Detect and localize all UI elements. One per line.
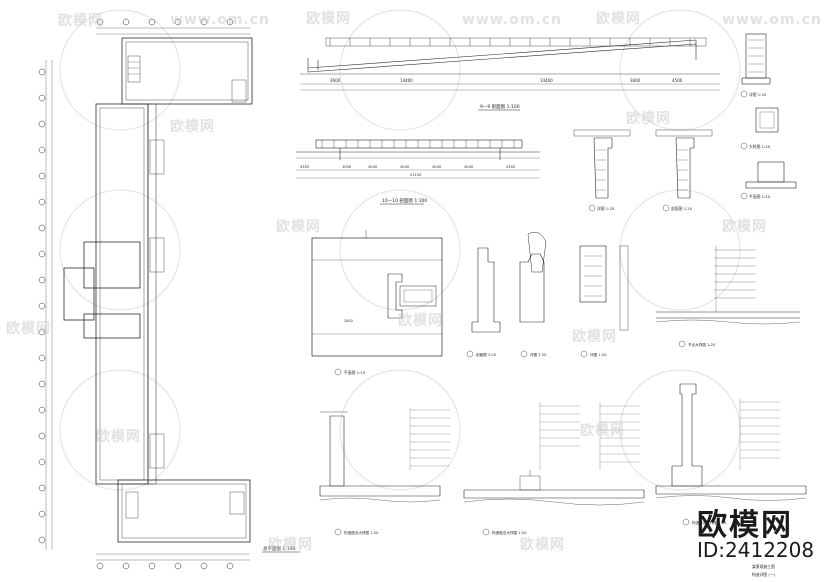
plan-title: 总平面图 1:100 xyxy=(262,545,300,553)
column-details-labels: 详图 1:20 剖面图 1:20 xyxy=(588,204,693,212)
detail-d-title: 平面图 1:20 xyxy=(749,194,771,199)
s9-dim-4: 3600 xyxy=(630,78,641,83)
bottom-section-1 xyxy=(319,411,441,503)
bottom-section-1-leaders xyxy=(409,408,450,470)
watermark-brand-2: 欧模网 xyxy=(306,11,351,27)
s10-dim-1: 4350 xyxy=(300,165,310,169)
ground-section-mid xyxy=(655,311,801,325)
bottom-section-1-label: 构造做法大样图 1:20 xyxy=(334,528,379,536)
bottom-section-3 xyxy=(655,383,807,501)
section-9-title-text: 9—9 剖面图 1:100 xyxy=(480,103,520,110)
s10-dim-3: 3000 xyxy=(368,165,378,169)
detail-f2-title: 构造做法大样图 1:20 xyxy=(344,530,379,535)
s10-dim-total: 21150 xyxy=(410,173,422,177)
section-9-balusters xyxy=(329,38,691,46)
watermark-url-1: www.om.cn xyxy=(170,12,271,28)
detail-g2-title: 构造做法大样图 1:20 xyxy=(492,530,527,535)
detail-top-right-labels: 详图 1:20 大样图 1:20 平面图 1:20 xyxy=(740,90,771,200)
s10-dim-2: 1050 xyxy=(342,165,352,169)
watermark-brand-3: 欧模网 xyxy=(596,11,641,27)
section-10-title: 10—10 剖面图 1:100 xyxy=(380,197,427,205)
watermark-brand-5: 欧模网 xyxy=(626,111,671,127)
detail-g-title: 详图 1:20 xyxy=(530,352,547,357)
detail-b-title: 大样图 1:20 xyxy=(749,144,771,149)
brand-id-text: ID:2412208 xyxy=(697,538,815,562)
s10-dim-6: 3000 xyxy=(464,165,474,169)
watermark-brand-11: 欧模网 xyxy=(96,429,141,445)
watermark-brand-8: 欧模网 xyxy=(6,321,51,337)
wall-sections xyxy=(471,232,629,333)
detail-f-title: 剖面图 1:20 xyxy=(476,352,497,357)
square-detail xyxy=(311,230,443,357)
watermark-brand-14: 欧模网 xyxy=(520,537,565,553)
square-detail-label: 平面图 1:20 2400 xyxy=(334,319,366,376)
bottom-section-2-label: 构造做法大样图 1:20 xyxy=(482,528,527,536)
ground-section-mid-label: 节点大样图 1:20 xyxy=(678,340,716,348)
section-10-dims: 4350 1050 3000 3000 3000 3000 4350 21150 xyxy=(300,165,516,177)
detail-a-title: 详图 1:20 xyxy=(749,92,767,97)
watermark-brand-12: 欧模网 xyxy=(580,423,625,439)
column-details xyxy=(573,129,713,199)
axis-bubbles-left xyxy=(38,18,234,570)
watermark-brand-6: 欧模网 xyxy=(276,219,321,235)
watermark-brand-7: 欧模网 xyxy=(722,219,767,235)
sheet-name: 某景观施工图 xyxy=(752,564,775,569)
bottom-section-2-leaders xyxy=(539,402,640,470)
watermark-brand-13: 欧模网 xyxy=(268,537,313,553)
section-10-balusters xyxy=(321,140,515,148)
s10-dim-4: 3000 xyxy=(400,165,410,169)
section-9-dims: 3600 14400 14400 3600 4500 xyxy=(330,78,683,83)
watermark-url-2: www.om.cn xyxy=(462,12,563,28)
s9-dim-3: 14400 xyxy=(540,78,553,83)
watermark-url-3: www.om.cn xyxy=(722,12,823,28)
s9-dim-2: 14400 xyxy=(400,78,413,83)
detail-c-title: 详图 1:20 xyxy=(597,206,615,211)
floor-plan xyxy=(63,37,253,543)
square-detail-dim: 2400 xyxy=(344,319,353,323)
bottom-section-2 xyxy=(463,470,645,506)
watermark-brand-4: 欧模网 xyxy=(170,119,215,135)
sheet-title: 某景观施工图 构造详图 (一) xyxy=(752,564,776,577)
square-detail-title: 平面图 1:20 xyxy=(344,370,366,375)
s9-dim-5: 4500 xyxy=(672,78,683,83)
detail-j-title: 节点大样图 1:20 xyxy=(688,342,716,347)
section-9 xyxy=(300,37,720,91)
s10-dim-7: 4350 xyxy=(506,165,516,169)
detail-top-right xyxy=(741,33,797,189)
watermark-brand-10: 欧模网 xyxy=(572,329,617,345)
s10-dim-5: 3000 xyxy=(432,165,442,169)
section-9-title: 9—9 剖面图 1:100 xyxy=(478,103,520,111)
dimension-lines-left xyxy=(45,27,250,561)
bottom-section-3-leaders xyxy=(739,398,780,470)
section-10 xyxy=(296,139,540,179)
wall-sections-labels: 剖面图 1:20 详图 1:20 详图 1:20 xyxy=(466,350,607,358)
layer-legend-mid xyxy=(714,246,756,312)
plan-title-text: 总平面图 1:100 xyxy=(263,545,296,552)
brand-logo-text: 欧模网 xyxy=(697,508,793,543)
section-10-title-text: 10—10 剖面图 1:100 xyxy=(382,197,427,204)
watermark-brand-1: 欧模网 xyxy=(58,13,103,29)
bottom-section-3-label: 构造做法大样图 1:20 xyxy=(682,518,727,526)
watermark-brand-9: 欧模网 xyxy=(398,313,443,329)
s9-dim-1: 3600 xyxy=(330,78,341,83)
detail-h2-title: 构造做法大样图 1:20 xyxy=(692,520,727,525)
detail-e-title: 剖面图 1:20 xyxy=(671,206,693,211)
detail-h-title: 详图 1:20 xyxy=(590,352,607,357)
sheet-sub: 构造详图 (一) xyxy=(752,572,776,577)
